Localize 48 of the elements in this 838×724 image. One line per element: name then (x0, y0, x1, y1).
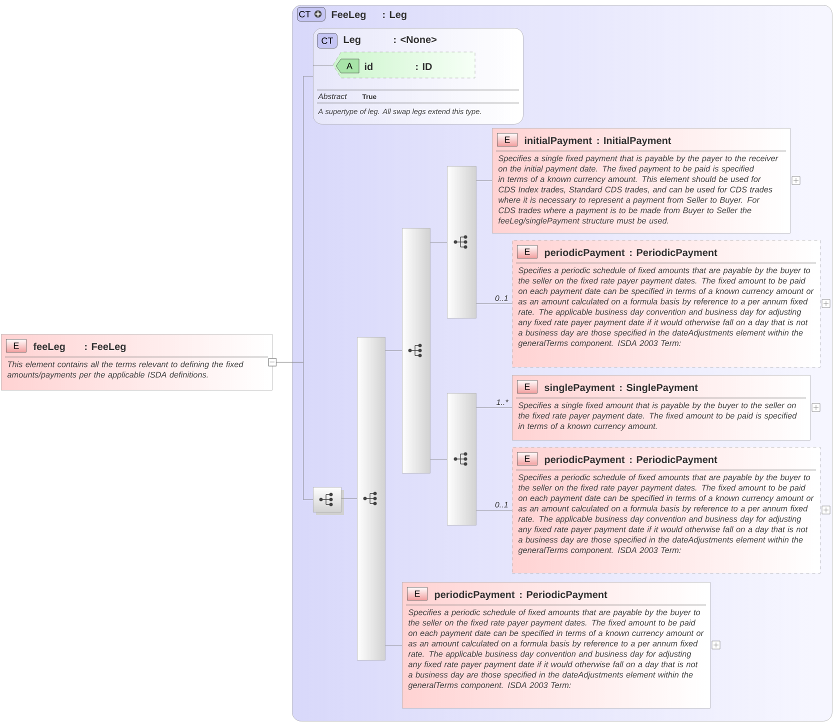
base-type-name: : Leg (383, 11, 406, 20)
badge: E (407, 587, 428, 600)
type-name: : FeeLeg (85, 343, 126, 352)
connector-line (312, 65, 334, 66)
connector-line (476, 180, 492, 181)
connector-line (341, 498, 358, 499)
multiplicity-label: 1..* (496, 400, 509, 405)
type-name: : SinglePayment (620, 384, 698, 394)
element-name: periodicPayment (434, 590, 515, 600)
element-name: feeLeg (33, 342, 65, 352)
element-name: singlePayment (544, 384, 615, 394)
type-name: : PeriodicPayment (630, 248, 718, 258)
element-name: periodicPayment (544, 456, 625, 466)
type-name: Leg (344, 36, 360, 46)
connector-line (385, 645, 402, 646)
element-box (512, 447, 820, 574)
attribute-name: id (364, 62, 372, 70)
connector-line (268, 358, 314, 500)
description: Specifies a periodic schedule of fixed amounts that are payable by the buyer to the seller on the fixed rate payer payment dates. The fixed amount to be paid on each payment date can be specified in terms of a known currency amount or as an amount calculated on a formula basis by reference to a per annum fixed rate. The applicable business day convention and business day for adjusting any fixed rate payer payment date if it would otherwise fall on a day that is not a business day are those specified in the dateAdjustments element within the generalTerms component. ISDA 2003 Term: (408, 609, 704, 690)
type-name: : InitialPayment (597, 136, 672, 146)
description: Specifies a single fixed payment that is payable by the payer to the receiver on the initial payment date. The fixed payment to be paid is specified in terms of a known currency amount. This element should be used for CDS Index trades, Standard CDS trades, and can be used for CDS trades where it is necessary to represent a payment from Seller to Buyer. For CDS trades where a payment is to be made from Buyer to Seller the feeLeg/singlePayment structure must be used. (498, 155, 778, 226)
connector-line (430, 459, 448, 460)
badge: E (6, 339, 26, 352)
badge: CT (317, 33, 338, 48)
type-name: : ID (416, 63, 432, 70)
element-box (512, 240, 820, 368)
element-box (492, 128, 790, 234)
element-name: periodicPayment (544, 248, 625, 258)
badge: A (336, 58, 360, 74)
element-name: initialPayment (524, 136, 592, 146)
description: Specifies a periodic schedule of fixed amounts that are payable by the buyer to the seller on the fixed rate payer payment dates. The fixed amount to be paid on each payment date can be specified in terms of a known currency amount or as an amount calculated on a formula basis by reference to a per annum fixed rate. The applicable business day convention and business day for adjusting any fixed rate payer payment date if it would otherwise fall on a day that is not a business day are those specified in the dateAdjustments element within the generalTerms component. ISDA 2003 Term: (518, 474, 814, 555)
badge: E (517, 452, 538, 466)
badge: E (517, 380, 538, 394)
multiplicity-label: 0..1 (495, 502, 508, 508)
element-box (402, 582, 710, 708)
type-name: FeeLeg (332, 11, 366, 20)
type-name: : PeriodicPayment (520, 590, 608, 600)
multiplicity-label: 0..1 (495, 295, 508, 301)
badge: E (497, 133, 518, 146)
element-box (512, 375, 810, 440)
element-box (1, 334, 272, 390)
description: Specifies a single fixed amount that is payable by the buyer to the seller on the fixed rate payer payment date. The fixed amount to be paid is specified in terms of a known currency amount. (518, 402, 797, 431)
type-name: : PeriodicPayment (630, 456, 718, 466)
badge: E (517, 245, 538, 258)
base-type-name: : <None> (394, 36, 437, 44)
connector-line (385, 350, 402, 351)
description: Specifies a periodic schedule of fixed amounts that are payable by the buyer to the seller on the fixed rate payer payment dates. The fixed amount to be paid on each payment date can be specified in terms of a known currency amount or as an amount calculated on a formula basis by reference to a per annum fixed rate. The applicable business day convention and business day for adjusting any fixed rate payer payment date if it would otherwise fall on a day that is not a business day are those specified in the dateAdjustments element within the generalTerms component. ISDA 2003 Term: (518, 267, 814, 348)
description: This element contains all the terms relevant to defining the fixed amounts/payments per the applicable ISDA definitions. (7, 361, 244, 380)
